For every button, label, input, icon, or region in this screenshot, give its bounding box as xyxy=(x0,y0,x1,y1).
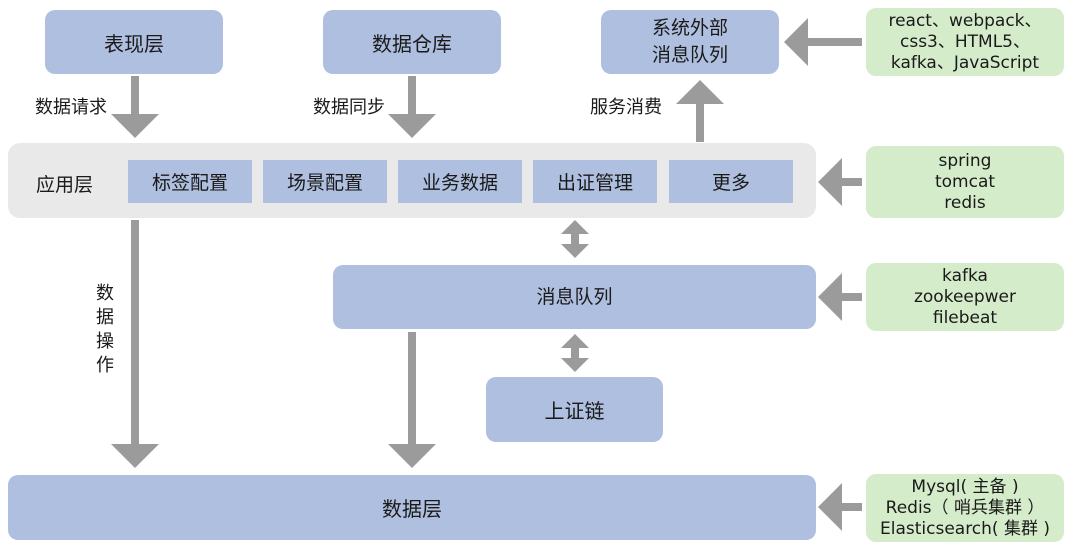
tech-frontend-line2: css3、HTML5、 xyxy=(900,31,1030,52)
tech-data-line1: Mysql( 主备 ) xyxy=(911,476,1019,497)
message-queue-box: 消息队列 xyxy=(333,265,816,329)
tech-app-line3: redis xyxy=(944,192,986,213)
data-layer-label: 数据层 xyxy=(382,497,442,521)
external-mq-box: 系统外部 消息队列 xyxy=(601,10,779,74)
module-tag-config: 标签配置 xyxy=(128,160,252,203)
module-certificate-management-label: 出证管理 xyxy=(556,172,633,194)
data-warehouse-label: 数据仓库 xyxy=(372,31,452,56)
tech-app-line2: tomcat xyxy=(934,171,996,192)
external-mq-line1: 系统外部 xyxy=(651,17,728,39)
module-tag-config-label: 标签配置 xyxy=(151,172,228,194)
data-request-label: 数据请求 xyxy=(35,97,107,118)
module-scene-config: 场景配置 xyxy=(263,160,387,203)
module-certificate-management: 出证管理 xyxy=(533,160,657,203)
blockchain-box: 上证链 xyxy=(486,377,663,442)
double-arrow-app-mq xyxy=(561,220,589,258)
module-more: 更多 xyxy=(669,160,793,203)
tech-frontend-line3: kafka、JavaScript xyxy=(890,52,1040,73)
data-operation-label: 数 据 操 作 xyxy=(96,283,114,376)
tech-mq-box: kafka zookeepwer filebeat xyxy=(866,263,1064,331)
double-arrow-mq-blockchain xyxy=(561,334,589,372)
module-more-label: 更多 xyxy=(711,172,750,194)
service-consume-label: 服务消费 xyxy=(590,97,662,118)
external-mq-line2: 消息队列 xyxy=(651,44,728,66)
tech-mq-line1: kafka xyxy=(942,265,988,286)
tech-app-line1: spring xyxy=(938,150,992,171)
module-business-data-label: 业务数据 xyxy=(421,172,498,194)
tech-mq-line3: filebeat xyxy=(932,307,998,328)
tech-data-line3: Elasticsearch( 集群 ) xyxy=(879,518,1051,539)
presentation-layer-box: 表现层 xyxy=(45,10,223,74)
tech-frontend-line1: react、webpack、 xyxy=(888,10,1042,31)
message-queue-label: 消息队列 xyxy=(536,285,613,308)
tech-mq-line2: zookeepwer xyxy=(913,286,1017,307)
blockchain-label: 上证链 xyxy=(544,399,605,423)
tech-frontend-box: react、webpack、 css3、HTML5、 kafka、JavaScr… xyxy=(866,8,1064,76)
data-sync-label: 数据同步 xyxy=(313,97,385,118)
tech-app-box: spring tomcat redis xyxy=(866,146,1064,218)
module-business-data: 业务数据 xyxy=(398,160,522,203)
tech-data-box: Mysql( 主备 ) Redis（ 哨兵集群 ） Elasticsearch(… xyxy=(866,474,1064,542)
data-warehouse-box: 数据仓库 xyxy=(323,10,501,74)
presentation-layer-label: 表现层 xyxy=(104,31,164,56)
module-scene-config-label: 场景配置 xyxy=(286,172,363,194)
app-layer-title: 应用层 xyxy=(36,174,94,196)
tech-data-line2: Redis（ 哨兵集群 ） xyxy=(885,497,1045,518)
data-layer-box: 数据层 xyxy=(8,475,816,540)
